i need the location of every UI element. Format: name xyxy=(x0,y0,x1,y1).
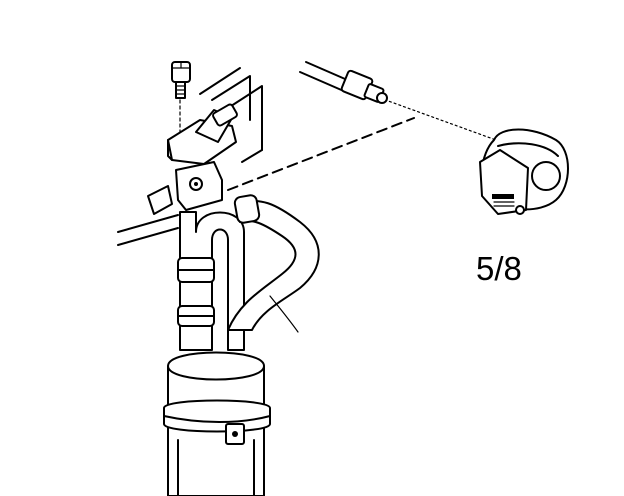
wall-panel xyxy=(117,67,263,246)
protective-cap-icon xyxy=(479,128,569,215)
mounting-bracket-icon xyxy=(147,103,238,215)
refrigerant-hose-icon xyxy=(177,194,320,351)
figure-number: 5/8 xyxy=(476,250,522,287)
pipe-fitting-icon xyxy=(299,61,388,104)
leader-line xyxy=(227,97,497,191)
receiver-drier-icon xyxy=(163,351,271,496)
